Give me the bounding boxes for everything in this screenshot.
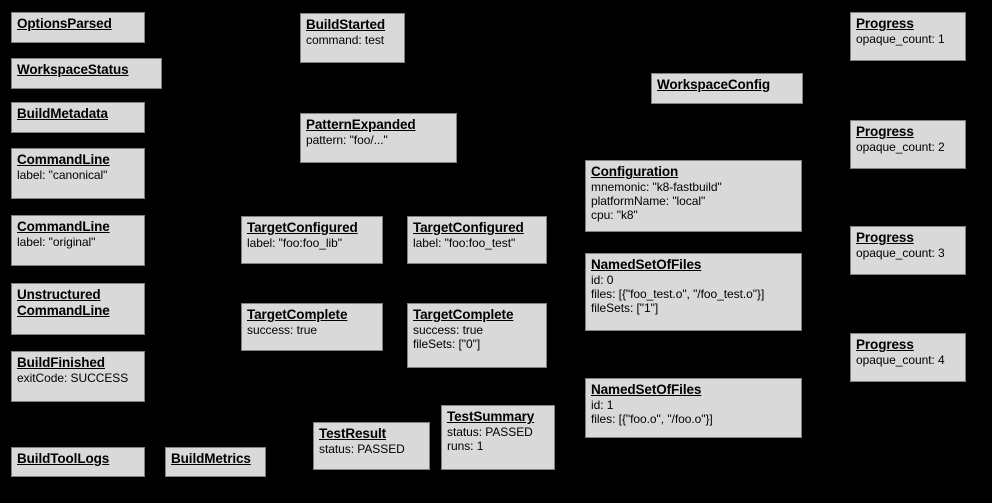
event-node-build-tool-logs[interactable]: BuildToolLogs: [11, 447, 145, 477]
event-node-field: files: [{"foo.o", "/foo.o"}]: [591, 412, 713, 427]
event-node-field: pattern: "foo/...": [306, 132, 388, 147]
event-node-field: opaque_count: 3: [856, 245, 945, 260]
event-node-title: Progress: [856, 124, 914, 139]
event-node-field: mnemonic: "k8-fastbuild": [591, 179, 722, 194]
event-node-field: opaque_count: 1: [856, 31, 945, 46]
event-node-title: NamedSetOfFiles: [591, 382, 702, 397]
event-node-field: opaque_count: 4: [856, 352, 945, 367]
event-node-title: BuildStarted: [306, 17, 386, 32]
event-node-title: TargetComplete: [247, 307, 348, 322]
event-node-field: files: [{"foo_test.o", "/foo_test.o"}]: [591, 287, 765, 302]
event-node-field: fileSets: ["0"]: [413, 337, 481, 352]
event-node-title: Unstructured CommandLine: [17, 287, 110, 318]
event-node-field: status: PASSED: [319, 441, 405, 456]
event-node-field: success: true: [247, 322, 318, 337]
event-node-title: WorkspaceConfig: [657, 77, 771, 92]
event-node-field: command: test: [306, 32, 385, 47]
event-node-title: TestResult: [319, 426, 387, 441]
event-node-field: runs: 1: [447, 439, 484, 454]
event-node-field: id: 0: [591, 272, 614, 287]
event-node-field: platformName: "local": [591, 194, 706, 209]
event-node-title: OptionsParsed: [17, 16, 112, 31]
event-node-title: TargetConfigured: [247, 220, 358, 235]
event-node-field: label: "foo:foo_test": [413, 235, 516, 250]
event-node-field: label: "foo:foo_lib": [247, 235, 342, 250]
event-node-title: BuildFinished: [17, 355, 105, 370]
event-node-title: NamedSetOfFiles: [591, 257, 702, 272]
event-node-field: cpu: "k8": [591, 208, 638, 223]
event-node-title: BuildMetadata: [17, 106, 108, 121]
event-node-title: TestSummary: [447, 409, 535, 424]
event-node-field: id: 1: [591, 397, 614, 412]
event-node-title: WorkspaceStatus: [17, 62, 129, 77]
event-node-workspace-config[interactable]: WorkspaceConfig: [651, 73, 803, 104]
event-node-title: BuildMetrics: [171, 451, 251, 466]
event-node-title: CommandLine: [17, 152, 110, 167]
event-node-build-metrics[interactable]: BuildMetrics: [165, 447, 266, 477]
event-node-title: Progress: [856, 230, 914, 245]
event-node-field: success: true: [413, 322, 484, 337]
event-node-title: Progress: [856, 337, 914, 352]
event-node-field: label: "canonical": [17, 167, 108, 182]
event-node-title: PatternExpanded: [306, 117, 416, 132]
event-node-title: CommandLine: [17, 219, 110, 234]
event-node-field: fileSets: ["1"]: [591, 301, 659, 316]
event-node-field: opaque_count: 2: [856, 139, 945, 154]
event-node-options-parsed[interactable]: OptionsParsed: [11, 12, 145, 43]
event-node-field: exitCode: SUCCESS: [17, 370, 129, 385]
event-node-title: TargetConfigured: [413, 220, 524, 235]
event-node-build-metadata[interactable]: BuildMetadata: [11, 102, 145, 133]
event-node-unstructured-command-line[interactable]: Unstructured CommandLine: [11, 283, 145, 335]
event-node-title: Configuration: [591, 164, 679, 179]
event-node-title: Progress: [856, 16, 914, 31]
event-node-field: label: "original": [17, 234, 96, 249]
event-node-title: BuildToolLogs: [17, 451, 110, 466]
event-node-field: status: PASSED: [447, 424, 533, 439]
event-node-workspace-status[interactable]: WorkspaceStatus: [11, 58, 162, 89]
event-node-title: TargetComplete: [413, 307, 514, 322]
